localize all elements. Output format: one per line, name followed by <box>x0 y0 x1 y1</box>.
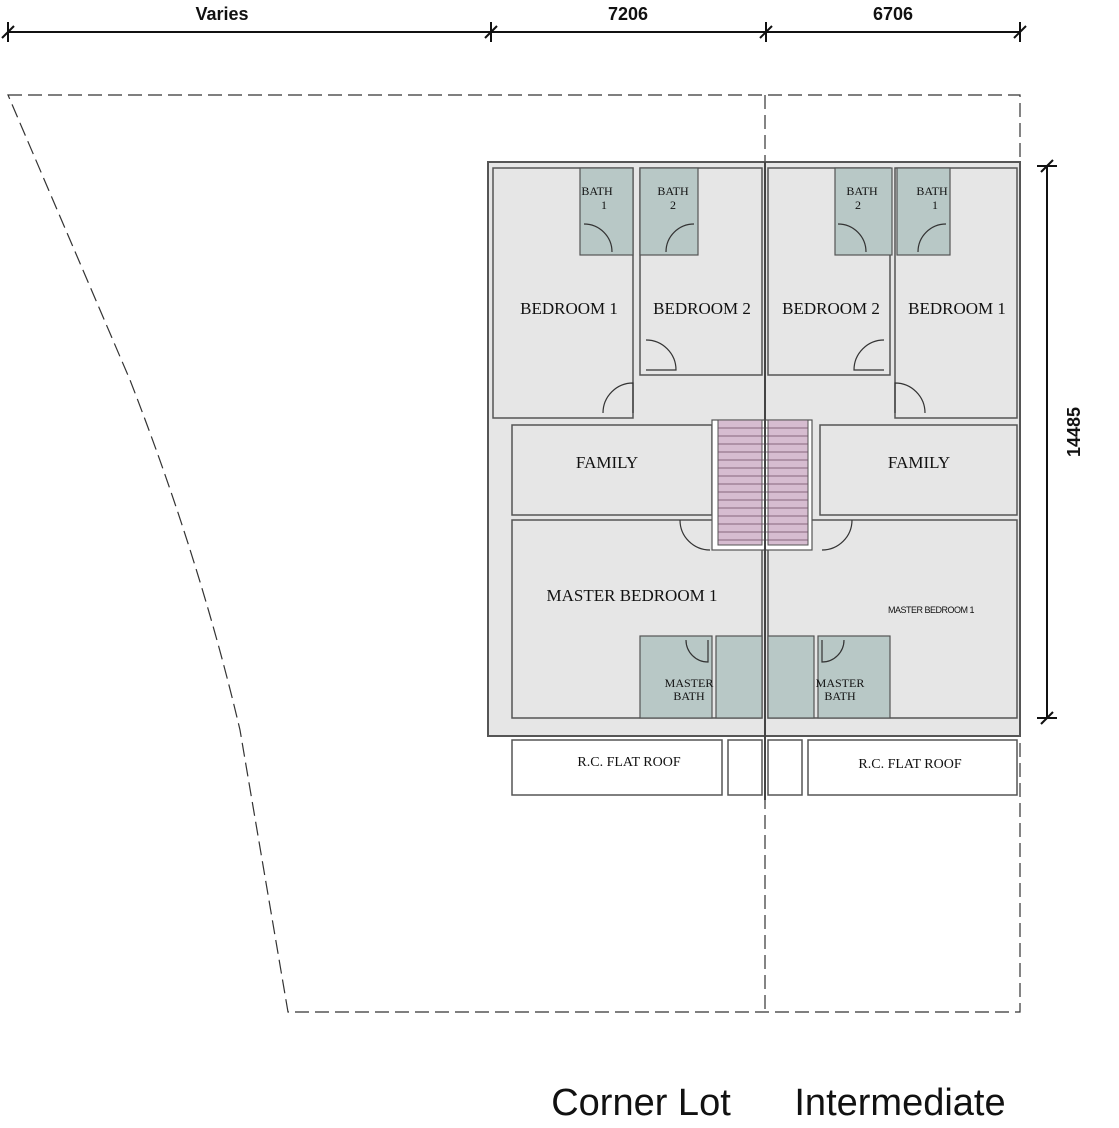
label-bath-1-num-corner: 1 <box>601 198 607 212</box>
caption-intermediate: Intermediate <box>794 1082 1005 1124</box>
label-master-bath-2-intermediate: BATH <box>824 689 856 703</box>
side-dimension-line <box>1037 159 1057 725</box>
label-bedroom-2-corner: BEDROOM 2 <box>653 299 751 318</box>
label-roof-corner: R.C. FLAT ROOF <box>577 755 680 770</box>
caption-corner-lot: Corner Lot <box>551 1082 731 1124</box>
door-bedroom-2-corner[interactable] <box>645 339 677 371</box>
label-bath-2-corner: BATH <box>657 184 689 198</box>
label-master-bath-corner: MASTER <box>665 676 714 690</box>
bath-1-corner <box>579 167 634 256</box>
family-corner <box>511 424 713 516</box>
intermediate-unit: BEDROOM 1 BEDROOM 2 BATH 2 BATH 1 FAMILY… <box>767 167 1018 796</box>
door-bedroom-2-intermediate[interactable] <box>853 339 885 371</box>
lot-boundary <box>7 94 1021 1013</box>
staircase <box>711 162 813 800</box>
label-roof-intermediate: R.C. FLAT ROOF <box>858 757 961 772</box>
label-family-corner: FAMILY <box>576 453 638 472</box>
door-bath-1-corner[interactable] <box>583 223 613 253</box>
label-master-bath-intermediate: MASTER <box>816 676 865 690</box>
dimension-corner-width: 7206 <box>608 4 648 24</box>
label-bath-1-num-intermediate: 1 <box>932 198 938 212</box>
corner-unit: BEDROOM 1 BEDROOM 2 BATH 1 BATH 2 FAMILY… <box>492 167 763 796</box>
label-bath-1-intermediate: BATH <box>916 184 948 198</box>
label-bedroom-2-intermediate: BEDROOM 2 <box>782 299 880 318</box>
dimension-depth: 14485 <box>1064 407 1084 457</box>
flat-roof-strip-intermediate <box>767 739 803 796</box>
door-master-intermediate[interactable] <box>821 519 853 551</box>
label-master-bath-2-corner: BATH <box>673 689 705 703</box>
door-bath-1-intermediate[interactable] <box>917 223 947 253</box>
door-master-bath-corner[interactable] <box>685 639 709 663</box>
label-master-bedroom-corner: MASTER BEDROOM 1 <box>547 586 718 605</box>
label-master-bedroom-intermediate: MASTER BEDROOM 1 <box>888 605 975 615</box>
master-bath-vanity-corner <box>715 635 763 719</box>
master-bath-vanity-intermediate <box>767 635 815 719</box>
bath-1-intermediate <box>896 167 951 256</box>
dimension-varies: Varies <box>195 4 248 24</box>
door-bath-2-intermediate[interactable] <box>837 223 867 253</box>
flat-roof-corner <box>511 739 723 796</box>
dimension-intermediate-width: 6706 <box>873 4 913 24</box>
door-master-bath-intermediate[interactable] <box>821 639 845 663</box>
bath-2-intermediate <box>834 167 893 256</box>
label-bath-2-intermediate: BATH <box>846 184 878 198</box>
family-intermediate <box>819 424 1018 516</box>
top-dimension-line <box>1 22 1027 42</box>
door-bedroom-1-corner[interactable] <box>602 382 634 414</box>
label-bedroom-1-intermediate: BEDROOM 1 <box>908 299 1006 318</box>
label-bedroom-1-corner: BEDROOM 1 <box>520 299 618 318</box>
label-bath-2-num-intermediate: 2 <box>855 198 861 212</box>
door-bath-2-corner[interactable] <box>665 223 695 253</box>
flat-roof-intermediate <box>807 739 1018 796</box>
label-family-intermediate: FAMILY <box>888 453 950 472</box>
bath-2-corner <box>639 167 699 256</box>
flat-roof-strip-corner <box>727 739 763 796</box>
label-bath-2-num-corner: 2 <box>670 198 676 212</box>
master-bath-corner <box>639 635 713 719</box>
master-bath-intermediate <box>817 635 891 719</box>
door-bedroom-1-intermediate[interactable] <box>894 382 926 414</box>
door-master-corner[interactable] <box>679 519 711 551</box>
label-bath-1-corner: BATH <box>581 184 613 198</box>
